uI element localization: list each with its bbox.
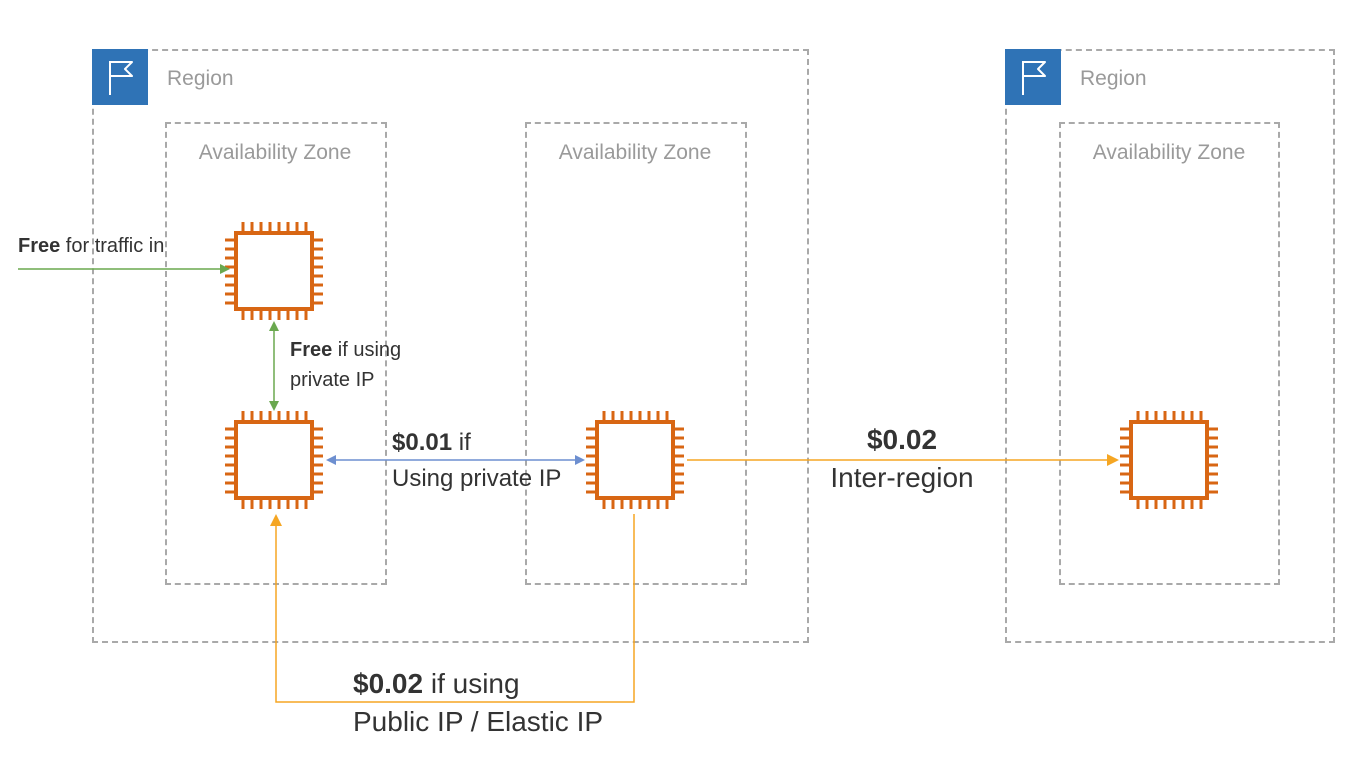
cross-az-text-2: Using private IP [392,465,562,492]
public-ip-price: $0.02 [353,668,424,699]
private-ip-annotation: Free if using private IP [290,335,401,395]
availability-zone-label: Availability Zone [1092,141,1246,164]
availability-zone-label: Availability Zone [198,141,352,164]
availability-zone-label: Availability Zone [558,141,712,164]
ec2-instance-icon [222,219,326,323]
region-label: Region [1080,67,1147,90]
availability-zone-box-2 [525,122,747,585]
region-flag-icon [1005,49,1061,105]
inter-region-annotation: $0.02 Inter-region [822,421,982,497]
traffic-in-annotation: Free for traffic in [18,231,164,261]
ec2-instance-icon [583,408,687,512]
traffic-in-price: Free [18,235,61,257]
region-box-1 [92,49,809,643]
public-ip-text-2: Public IP / Elastic IP [353,706,604,737]
inter-region-price: $0.02 [866,424,938,455]
ec2-instance-icon [222,408,326,512]
region-flag-icon [92,49,148,105]
private-ip-price: Free [290,339,333,361]
public-ip-annotation: $0.02 if using Public IP / Elastic IP [353,665,603,741]
private-ip-text-1: if using [332,339,402,361]
availability-zone-box-3 [1059,122,1280,585]
region-label: Region [167,67,234,90]
region-box-2 [1005,49,1335,643]
traffic-in-text: for traffic in [60,235,165,257]
private-ip-text-2: private IP [290,369,375,391]
cross-az-annotation: $0.01 if Using private IP [392,425,561,497]
cross-az-text-1: if [452,429,471,456]
cross-az-price: $0.01 [392,429,453,456]
public-ip-path [270,514,635,703]
public-ip-text-1: if using [423,668,520,699]
ec2-instance-icon [1117,408,1221,512]
inter-region-text: Inter-region [830,462,974,493]
